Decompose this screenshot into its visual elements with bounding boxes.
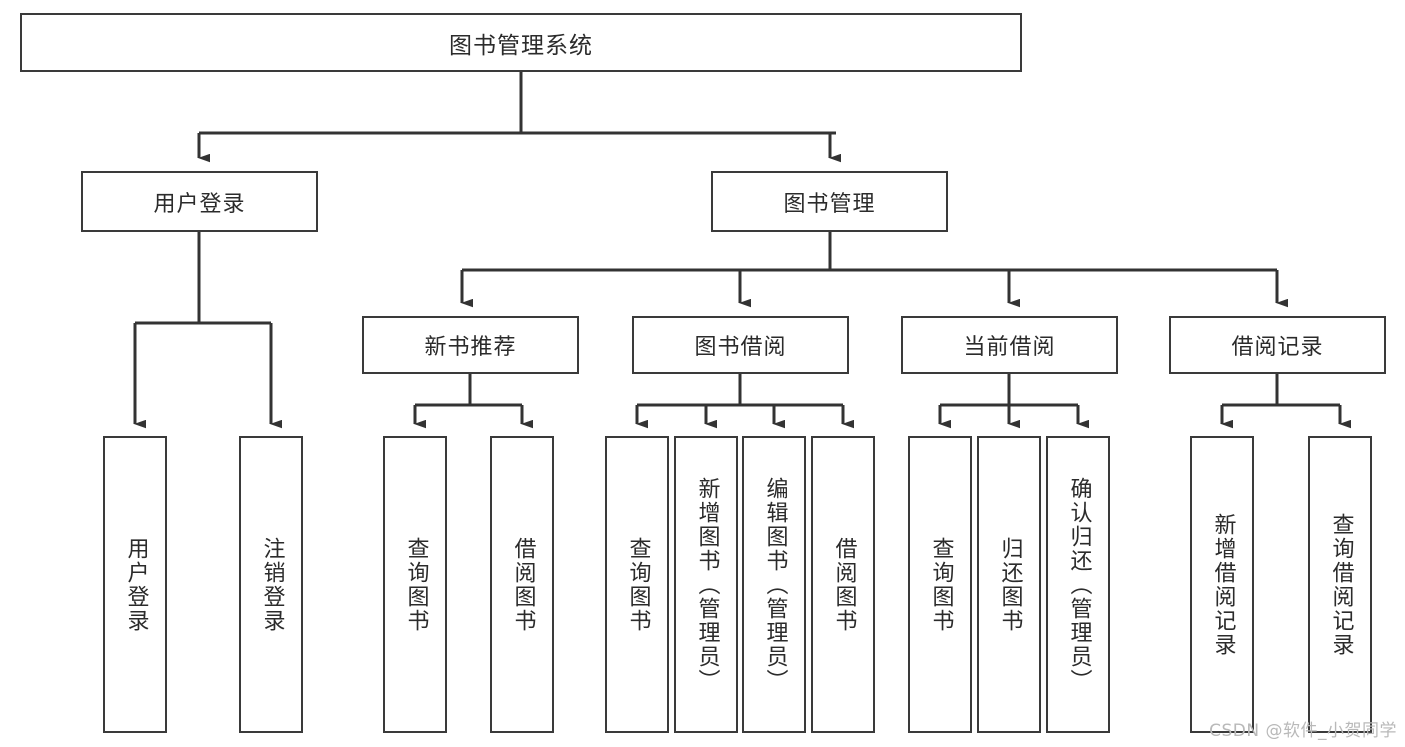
node-borrow-record[interactable]: 借阅记录 xyxy=(1169,316,1386,374)
leaf-borrow-borrow-book[interactable]: 借阅图书 xyxy=(811,436,875,733)
node-label: 查询借阅记录 xyxy=(1328,512,1354,657)
node-label: 图书管理系统 xyxy=(449,32,593,59)
node-label: 用户登录 xyxy=(123,536,149,633)
node-label: 新增图书（管理员） xyxy=(694,476,720,693)
node-label: 确认归还（管理员） xyxy=(1066,476,1092,693)
leaf-newbook-borrow-book[interactable]: 借阅图书 xyxy=(490,436,554,733)
node-label: 新增借阅记录 xyxy=(1210,512,1236,657)
node-book-management[interactable]: 图书管理 xyxy=(711,171,948,232)
node-label: 图书借阅 xyxy=(694,335,787,360)
leaf-newbook-query-book[interactable]: 查询图书 xyxy=(383,436,447,733)
node-label: 注销登录 xyxy=(259,536,285,633)
node-label: 查询图书 xyxy=(928,536,954,633)
node-label: 借阅图书 xyxy=(510,536,536,633)
leaf-borrow-query-book[interactable]: 查询图书 xyxy=(605,436,669,733)
node-label: 用户登录 xyxy=(153,191,246,217)
leaf-current-query-book[interactable]: 查询图书 xyxy=(908,436,972,733)
csdn-watermark: CSDN @软件_小贺同学 xyxy=(1209,721,1397,741)
node-label: 图书管理 xyxy=(783,191,876,217)
leaf-record-add-record[interactable]: 新增借阅记录 xyxy=(1190,436,1254,733)
node-label: 查询图书 xyxy=(625,536,651,633)
leaf-user-logout[interactable]: 注销登录 xyxy=(239,436,303,733)
node-current-borrow[interactable]: 当前借阅 xyxy=(901,316,1118,374)
leaf-borrow-edit-book-admin[interactable]: 编辑图书（管理员） xyxy=(742,436,806,733)
node-label: 借阅记录 xyxy=(1231,335,1324,360)
leaf-current-return-book[interactable]: 归还图书 xyxy=(977,436,1041,733)
node-new-book-recommend[interactable]: 新书推荐 xyxy=(362,316,579,374)
node-label: 新书推荐 xyxy=(424,335,517,360)
node-label: 借阅图书 xyxy=(831,536,857,633)
node-label: 归还图书 xyxy=(997,536,1023,633)
leaf-user-login-do[interactable]: 用户登录 xyxy=(103,436,167,733)
node-user-login[interactable]: 用户登录 xyxy=(81,171,318,232)
node-label: 当前借阅 xyxy=(963,335,1056,360)
leaf-record-query-record[interactable]: 查询借阅记录 xyxy=(1308,436,1372,733)
node-label: 查询图书 xyxy=(403,536,429,633)
node-book-borrow[interactable]: 图书借阅 xyxy=(632,316,849,374)
node-label: 编辑图书（管理员） xyxy=(762,476,788,693)
node-root-system[interactable]: 图书管理系统 xyxy=(20,13,1022,72)
leaf-borrow-add-book-admin[interactable]: 新增图书（管理员） xyxy=(674,436,738,733)
leaf-current-confirm-return-admin[interactable]: 确认归还（管理员） xyxy=(1046,436,1110,733)
